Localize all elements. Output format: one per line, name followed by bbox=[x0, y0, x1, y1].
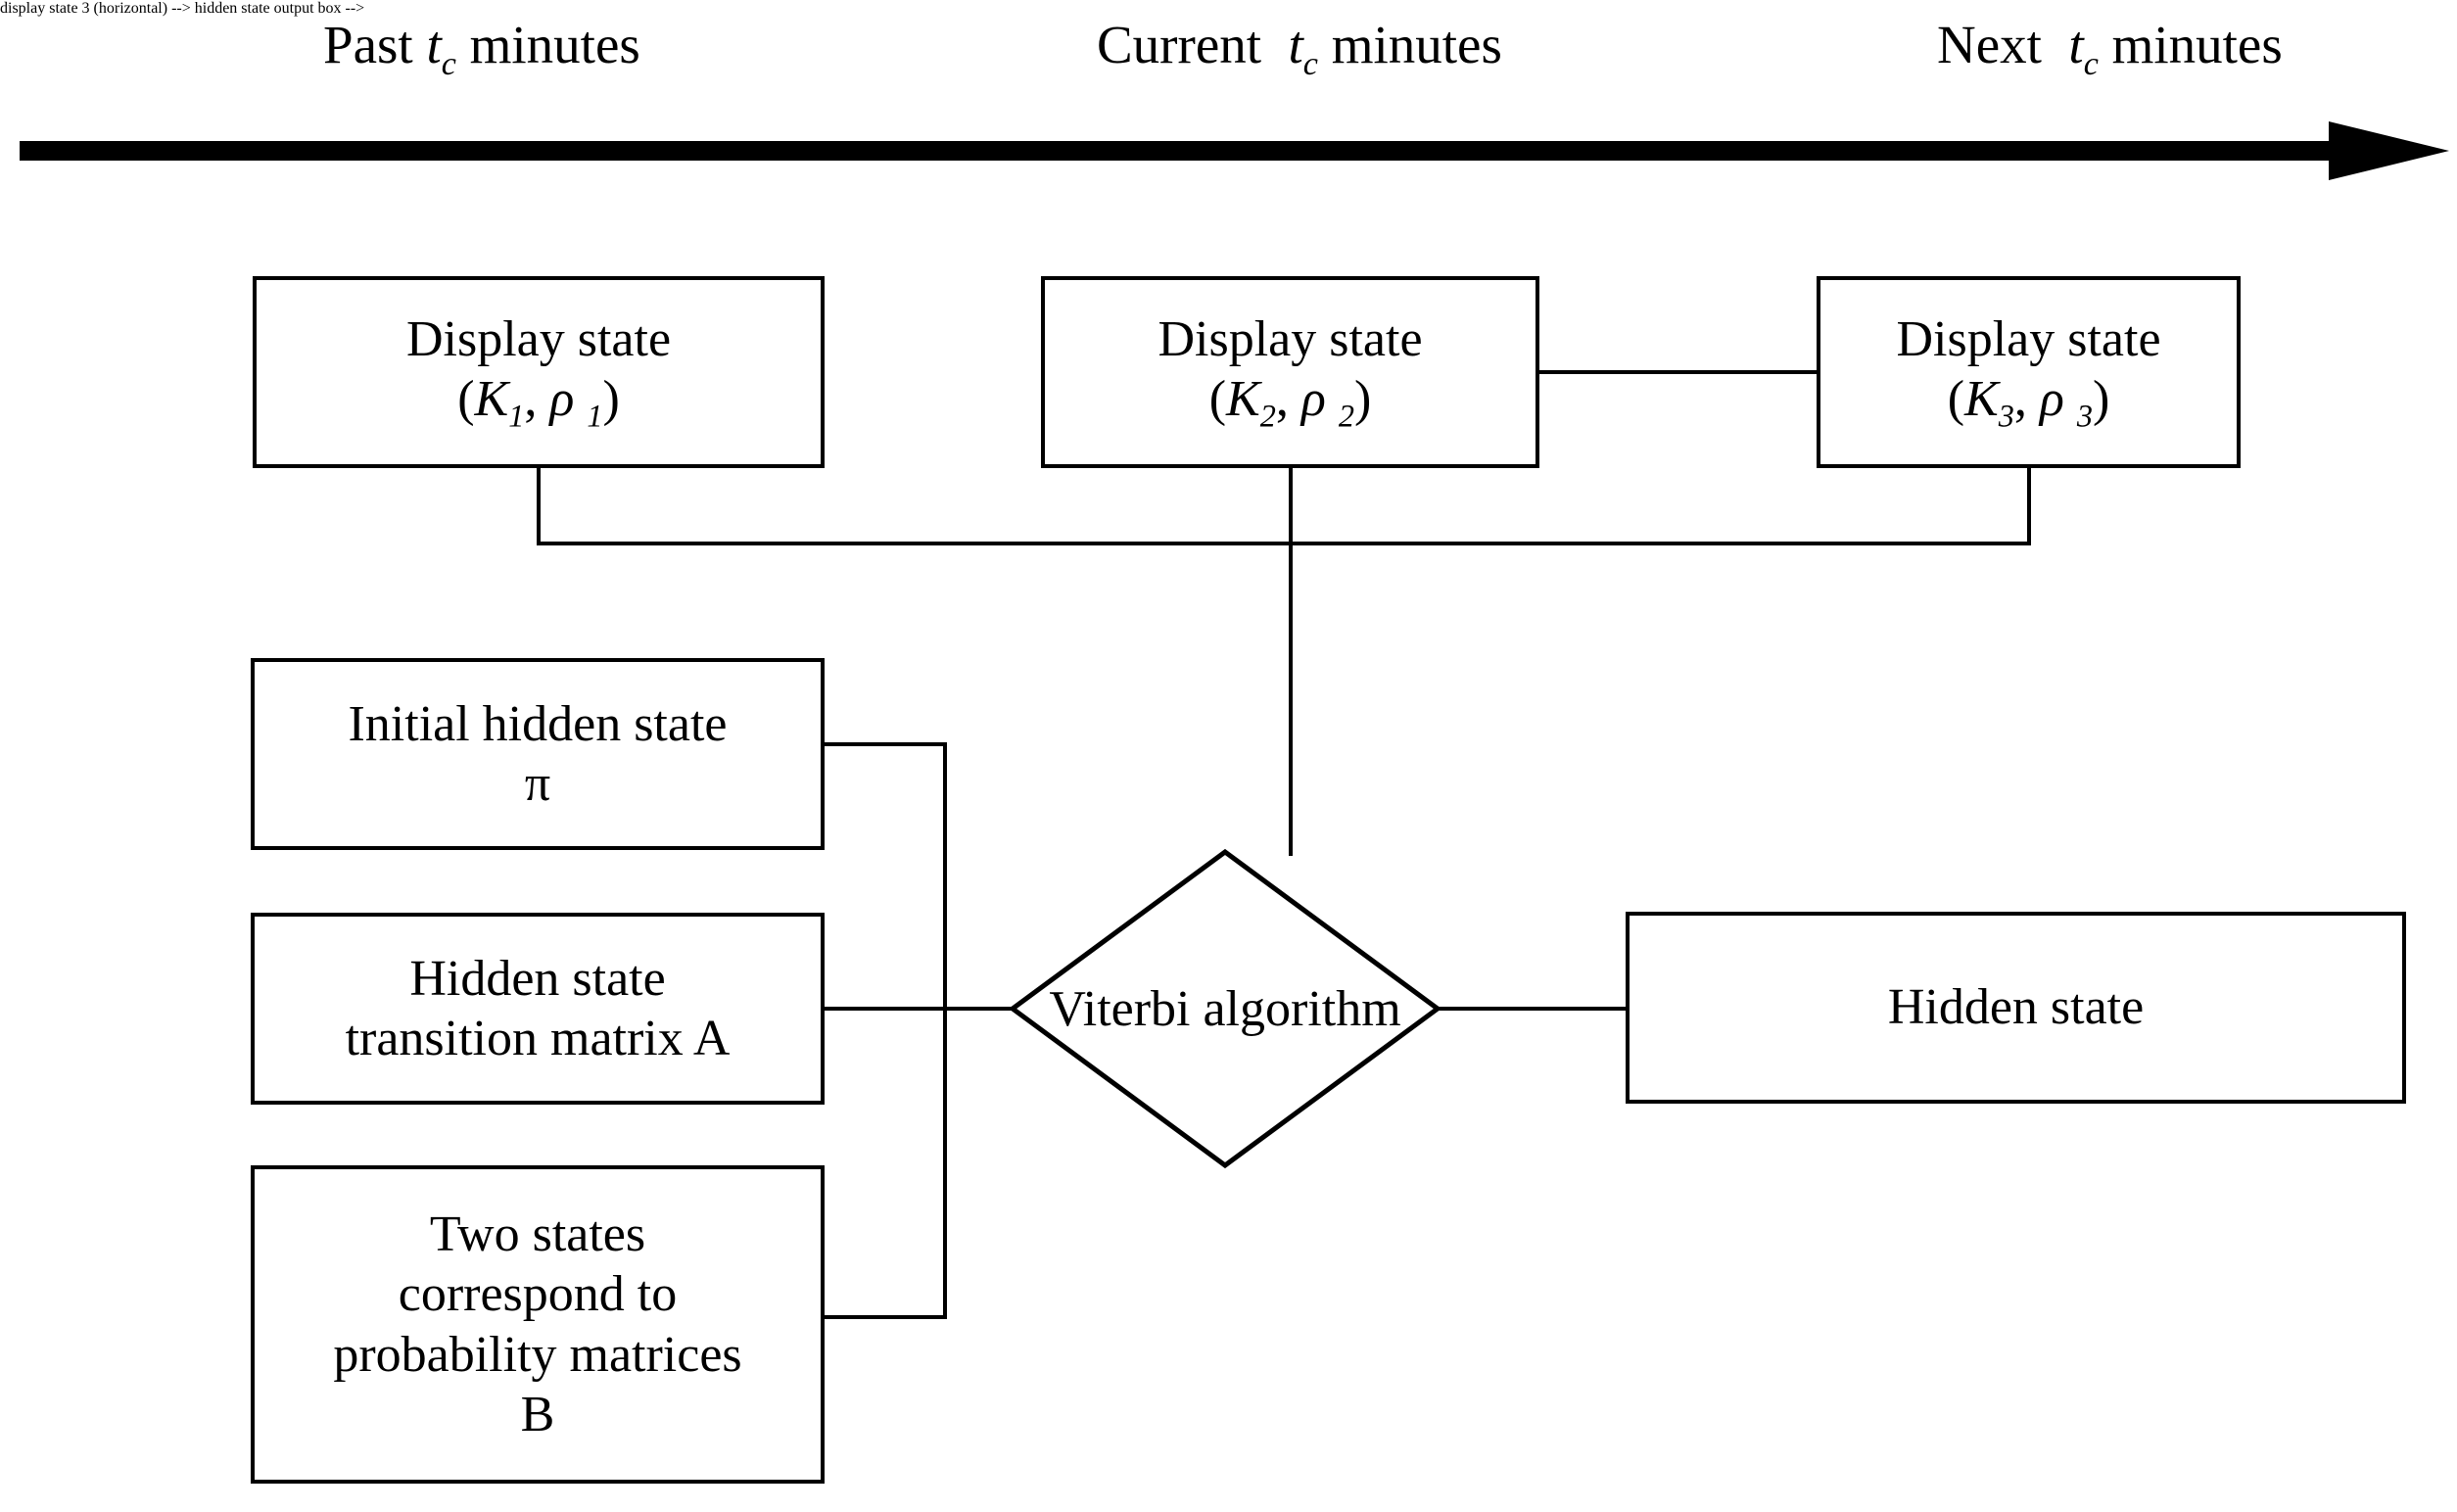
connector-parameter-bus bbox=[943, 742, 947, 1319]
timeline-label-past-suffix: minutes bbox=[469, 15, 640, 74]
timeline-label-current-prefix: Current bbox=[1097, 15, 1262, 74]
timeline-label-current: Current tc minutes bbox=[1097, 18, 1502, 81]
initial-hidden-state-line-2: π bbox=[524, 756, 551, 812]
display-state-1-title: Display state bbox=[405, 311, 672, 368]
display-state-box-3[interactable]: Display state (K3, ρ 3) bbox=[1817, 276, 2241, 468]
timeline-label-next-suffix: minutes bbox=[2111, 15, 2283, 74]
probability-matrices-line-3: probability matrices bbox=[333, 1326, 742, 1383]
timeline-label-current-suffix: minutes bbox=[1331, 15, 1502, 74]
connector-transition-matrix-to-viterbi bbox=[823, 1007, 1045, 1011]
display-state-box-2[interactable]: Display state (K2, ρ 2) bbox=[1041, 276, 1539, 468]
transition-matrix-line-2: transition matrix A bbox=[345, 1011, 731, 1066]
timeline-label-past-subscript: c bbox=[441, 46, 456, 82]
connector-state1-down-stub bbox=[537, 466, 541, 545]
transition-matrix-line-1: Hidden state bbox=[409, 950, 666, 1007]
timeline-label-next-prefix: Next bbox=[1937, 15, 2042, 74]
timeline-label-current-symbol: t bbox=[1288, 15, 1303, 74]
display-state-3-params: (K3, ρ 3) bbox=[1947, 371, 2110, 434]
probability-matrices-line-2: correspond to bbox=[398, 1266, 678, 1323]
initial-hidden-state-line-1: Initial hidden state bbox=[348, 695, 728, 752]
timeline-label-past: Past tc minutes bbox=[323, 18, 640, 81]
time-axis-arrow bbox=[18, 116, 2451, 186]
timeline-label-current-subscript: c bbox=[1302, 46, 1318, 82]
connector-state3-down-stub bbox=[2027, 466, 2031, 545]
probability-matrices-line-4: B bbox=[520, 1386, 555, 1442]
connector-state2-to-state3 bbox=[1537, 370, 1819, 374]
probability-matrices-line-1: Two states bbox=[429, 1205, 646, 1262]
connector-display-state-bus bbox=[537, 542, 2031, 545]
display-state-2-params: (K2, ρ 2) bbox=[1208, 371, 1372, 434]
output-box-hidden-state[interactable]: Hidden state bbox=[1626, 912, 2406, 1104]
display-state-1-params: (K1, ρ 1) bbox=[457, 371, 620, 434]
connector-initial-state-stub bbox=[823, 742, 947, 746]
timeline-label-next: Next tc minutes bbox=[1937, 18, 2283, 81]
parameter-box-initial-hidden-state[interactable]: Initial hidden state π bbox=[251, 658, 825, 850]
viterbi-algorithm-node[interactable]: Viterbi algorithm bbox=[1009, 848, 1441, 1169]
hidden-state-output-label: Hidden state bbox=[1887, 979, 2145, 1036]
parameter-box-transition-matrix[interactable]: Hidden state transition matrix A bbox=[251, 913, 825, 1105]
timeline-label-past-prefix: Past bbox=[323, 15, 413, 74]
parameter-box-probability-matrices[interactable]: Two states correspond to probability mat… bbox=[251, 1165, 825, 1484]
display-state-2-title: Display state bbox=[1158, 311, 1423, 368]
timeline-label-past-symbol: t bbox=[426, 15, 442, 74]
timeline-label-next-subscript: c bbox=[2083, 46, 2099, 82]
connector-viterbi-to-hidden-state bbox=[1436, 1007, 1628, 1011]
display-state-box-1[interactable]: Display state (K1, ρ 1) bbox=[253, 276, 825, 468]
connector-probability-matrices-stub bbox=[823, 1315, 947, 1319]
connector-bus-to-viterbi bbox=[1289, 466, 1293, 856]
display-state-3-title: Display state bbox=[1896, 311, 2161, 368]
timeline-label-next-symbol: t bbox=[2068, 15, 2084, 74]
